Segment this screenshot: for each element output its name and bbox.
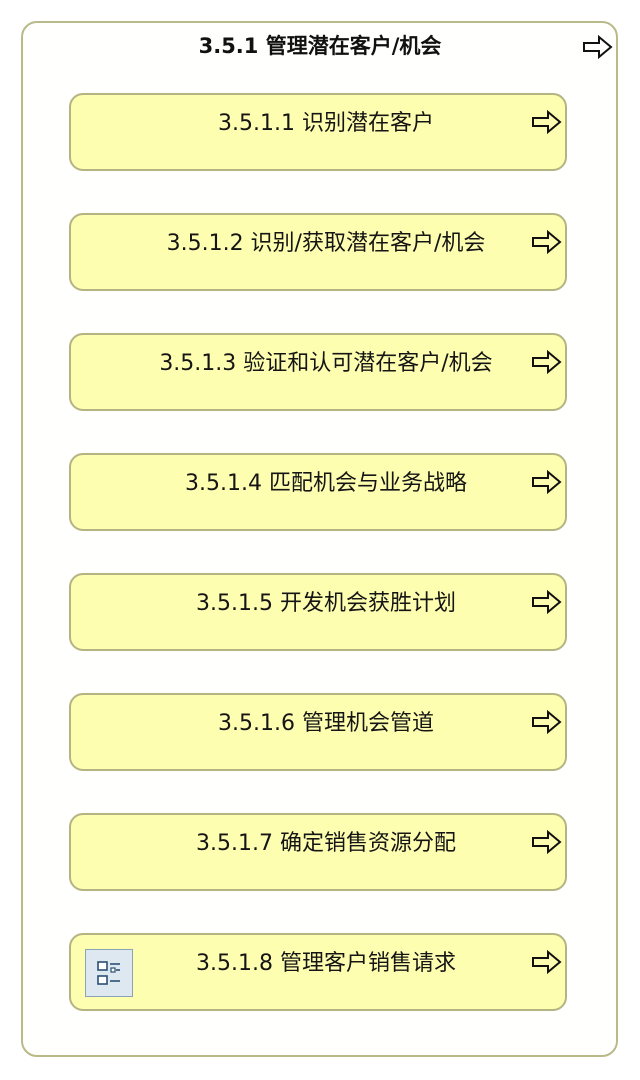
hierarchy-list-icon[interactable] — [85, 949, 133, 997]
process-group-title: 3.5.1 管理潜在客户/机会 — [198, 34, 442, 58]
process-box-label: 3.5.1.3 验证和认可潜在客户/机会 — [159, 351, 493, 376]
right-arrow-outline-icon[interactable] — [531, 470, 563, 494]
process-box-label: 3.5.1.5 开发机会获胜计划 — [196, 591, 456, 616]
process-box-3-5-1-1[interactable]: 3.5.1.1 识别潜在客户 — [69, 93, 567, 171]
process-box-label: 3.5.1.1 识别潜在客户 — [218, 111, 434, 136]
process-box-3-5-1-4[interactable]: 3.5.1.4 匹配机会与业务战略 — [69, 453, 567, 531]
right-arrow-outline-icon[interactable] — [531, 110, 563, 134]
right-arrow-outline-icon[interactable] — [531, 710, 563, 734]
right-arrow-outline-icon[interactable] — [531, 230, 563, 254]
process-box-label: 3.5.1.7 确定销售资源分配 — [196, 831, 456, 856]
process-box-label: 3.5.1.8 管理客户销售请求 — [196, 951, 456, 976]
right-arrow-outline-icon[interactable] — [582, 35, 614, 59]
process-box-label: 3.5.1.2 识别/获取潜在客户/机会 — [166, 231, 486, 256]
process-box-3-5-1-7[interactable]: 3.5.1.7 确定销售资源分配 — [69, 813, 567, 891]
process-box-3-5-1-5[interactable]: 3.5.1.5 开发机会获胜计划 — [69, 573, 567, 651]
process-box-3-5-1-8[interactable]: 3.5.1.8 管理客户销售请求 — [69, 933, 567, 1011]
right-arrow-outline-icon[interactable] — [531, 830, 563, 854]
process-box-3-5-1-3[interactable]: 3.5.1.3 验证和认可潜在客户/机会 — [69, 333, 567, 411]
right-arrow-outline-icon[interactable] — [531, 950, 563, 974]
process-box-3-5-1-2[interactable]: 3.5.1.2 识别/获取潜在客户/机会 — [69, 213, 567, 291]
process-box-label: 3.5.1.6 管理机会管道 — [218, 711, 434, 736]
right-arrow-outline-icon[interactable] — [531, 350, 563, 374]
process-box-3-5-1-6[interactable]: 3.5.1.6 管理机会管道 — [69, 693, 567, 771]
right-arrow-outline-icon[interactable] — [531, 590, 563, 614]
process-box-label: 3.5.1.4 匹配机会与业务战略 — [185, 471, 467, 496]
process-group-container — [21, 21, 618, 1057]
